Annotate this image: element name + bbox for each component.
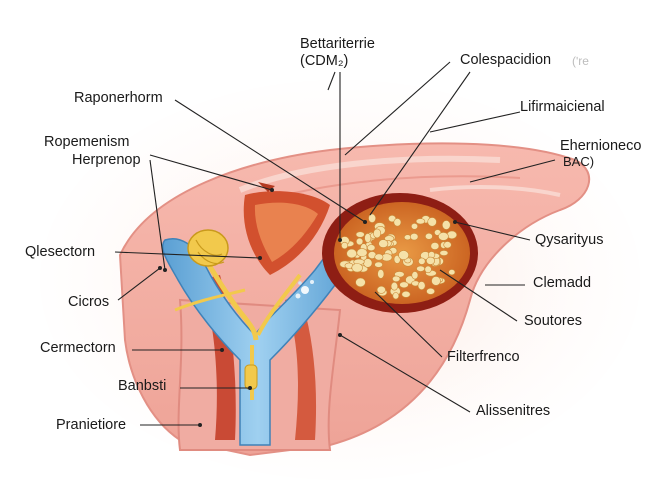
- mass-nodule: [438, 232, 449, 241]
- mass-nodule: [367, 244, 376, 252]
- mass-nodule: [373, 228, 382, 239]
- gland-fold-2: [197, 251, 225, 265]
- mass-nodule: [356, 237, 364, 246]
- mass-nodules: [339, 213, 458, 300]
- mass-nodule: [424, 265, 432, 274]
- label-soutores: Soutores: [524, 313, 583, 329]
- mass-nodule: [448, 269, 456, 276]
- label-banbsti: Banbsti: [118, 378, 167, 394]
- muscle-highlight: [254, 202, 318, 262]
- mass-nodule: [426, 287, 435, 295]
- yellow-duct-1: [197, 248, 259, 341]
- mass-nodule: [417, 281, 426, 290]
- yellow-stub: [244, 364, 258, 390]
- mass-nodule: [399, 281, 409, 289]
- mass-nodule: [427, 217, 437, 227]
- mass-nodule: [376, 285, 386, 294]
- label-ropemenism: Ropemenism: [44, 134, 130, 150]
- yellow-duct-3: [174, 288, 246, 312]
- mass-nodule: [377, 269, 385, 279]
- label-lifirmaicienal: Lifirmaicienal: [520, 99, 605, 115]
- mass-nodule: [346, 248, 358, 259]
- mass-nodule: [374, 253, 384, 261]
- mass-nodule: [351, 263, 363, 273]
- label-colespacidion: Colespacidion: [460, 52, 552, 68]
- label-colespacidion-faint: (ʹre: [572, 54, 589, 68]
- mass-nodule: [356, 248, 368, 257]
- mass-nodule: [403, 234, 412, 241]
- leader-dots: [158, 188, 457, 427]
- label-pranietiore: Pranietiore: [56, 417, 127, 433]
- yellow-gland: [187, 229, 229, 267]
- mass-nodule: [368, 213, 376, 223]
- label-bettariterrie: Bettariterrie: [300, 36, 375, 52]
- striation-3: [429, 185, 561, 197]
- label-cdm: (CDM₂): [300, 53, 349, 69]
- mass-nodule: [393, 218, 402, 227]
- mass-nodule: [374, 261, 383, 268]
- label-bac: BAC): [563, 154, 595, 169]
- mass-nodule: [392, 292, 400, 300]
- sparkle: [295, 280, 314, 299]
- mass-nodule: [441, 220, 451, 230]
- mass-nodule: [410, 223, 418, 230]
- mass-nodule: [378, 239, 389, 248]
- mass-nodule: [390, 281, 399, 291]
- mass-nodule: [411, 271, 419, 280]
- mass-nodule: [410, 233, 419, 241]
- label-clemadd: Clemadd: [533, 275, 592, 291]
- label-cermectorn: Cermectorn: [40, 340, 116, 356]
- label-alissenitres: Alissenitres: [476, 403, 551, 419]
- mass-nodule: [415, 218, 426, 225]
- label-raponerhorm: Raponerhorm: [74, 90, 163, 106]
- label-filterfrenco: Filterfrenco: [447, 349, 520, 365]
- mass-nodule: [443, 241, 452, 249]
- mass-nodule: [355, 231, 365, 238]
- mass-nodule: [418, 257, 426, 265]
- gland-fold: [195, 239, 223, 256]
- red-lining-right: [285, 295, 317, 440]
- mass-nodule: [439, 250, 449, 256]
- mass-nodule: [398, 250, 409, 260]
- mass-nodule: [425, 256, 435, 265]
- mass-nodule: [431, 276, 441, 286]
- mass-nodule: [392, 275, 401, 282]
- mass-nodule: [401, 290, 411, 298]
- mass-nodule: [341, 241, 349, 250]
- mass-nodule: [430, 242, 440, 250]
- label-herprenop: Herprenop: [72, 152, 141, 168]
- label-ehernioneco: Ehernioneco: [560, 138, 642, 154]
- mass-nodule: [416, 265, 425, 272]
- mass-nodule: [355, 277, 366, 288]
- striation-1: [238, 155, 501, 193]
- leader-lines: [114, 61, 556, 426]
- label-qlesectorn: Qlesectorn: [25, 244, 96, 260]
- mass-nodule: [363, 258, 373, 268]
- yellow-duct-2: [256, 273, 302, 336]
- label-qysarityus: Qysarityus: [535, 232, 604, 248]
- mass-nodule: [424, 232, 433, 240]
- label-cicros: Cicros: [68, 294, 110, 310]
